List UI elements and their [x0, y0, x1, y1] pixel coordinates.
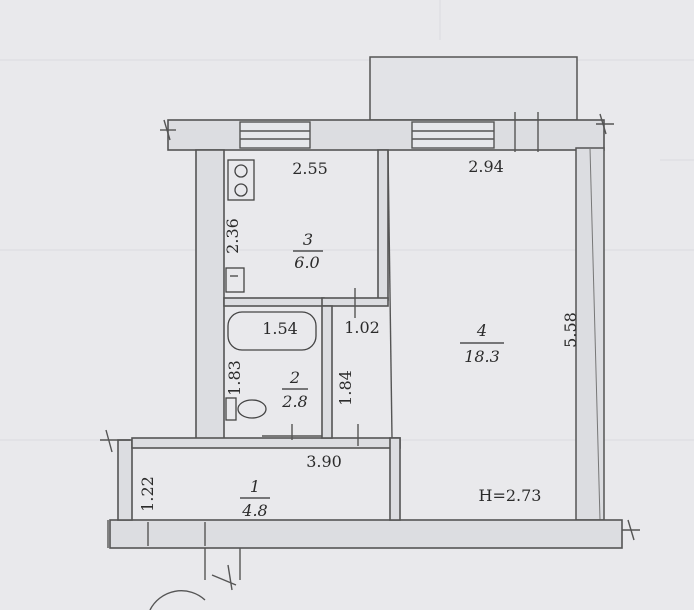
stair-arc [149, 590, 206, 610]
hall-room-partition [389, 437, 401, 521]
bath-right-partition [321, 305, 333, 439]
stove-icon [227, 159, 255, 201]
room-2-area: 2.8 [281, 392, 307, 411]
room-4-number: 4 [476, 321, 487, 340]
room-2-number: 2 [289, 368, 300, 387]
dim-bath-side: 1.84 [336, 370, 355, 406]
room-1-label: 1 4.8 [240, 477, 270, 520]
dim-kitchen-depth: 2.36 [223, 218, 242, 254]
ceiling-height-label: H=2.73 [479, 486, 542, 505]
balcony-door [514, 112, 539, 152]
hall-left-wall [117, 439, 133, 521]
dim-closet-width: 1.02 [344, 318, 380, 337]
room-4-area: 18.3 [464, 347, 500, 366]
dim-kitchen-width: 2.55 [292, 159, 328, 178]
toilet-icon [225, 397, 267, 421]
kitchen-right-partition [377, 149, 389, 301]
sink-icon [225, 267, 245, 293]
bath-door [262, 424, 322, 440]
closet-room-line [387, 149, 393, 439]
dim-room-width: 2.94 [468, 157, 504, 176]
balcony [369, 56, 578, 121]
room-2-label: 2 2.8 [281, 368, 308, 411]
break-mark-bottom-right [622, 519, 640, 541]
entrance-stub [204, 548, 241, 591]
break-mark-top-left [160, 119, 176, 141]
hall-top-partition [131, 437, 401, 449]
right-wall [575, 147, 605, 521]
dim-bath-width: 1.54 [262, 319, 298, 338]
bottom-wall [109, 519, 623, 549]
room-1-area: 4.8 [241, 501, 267, 520]
closet-ticks [354, 288, 359, 446]
dim-room-depth: 5.58 [561, 312, 580, 348]
kitchen-window [239, 121, 311, 149]
dim-hall-depth: 1.22 [138, 476, 157, 512]
break-mark-top-right [596, 113, 614, 135]
dim-hall-width: 3.90 [306, 452, 342, 471]
break-mark-hall-left [100, 429, 130, 453]
kitchen-bath-partition [223, 297, 325, 307]
room-3-area: 6.0 [294, 253, 319, 272]
bathtub-icon [227, 311, 317, 351]
room-3-label: 3 6.0 [293, 230, 323, 272]
left-wall [195, 149, 225, 446]
dim-bath-depth: 1.83 [225, 360, 244, 396]
room-3-number: 3 [303, 230, 313, 249]
room-1-number: 1 [250, 477, 260, 496]
room-4-label: 4 18.3 [460, 321, 504, 366]
bottom-wall-door-lines [147, 522, 206, 546]
room-window [411, 121, 495, 149]
right-wall-inner-line [589, 147, 601, 521]
